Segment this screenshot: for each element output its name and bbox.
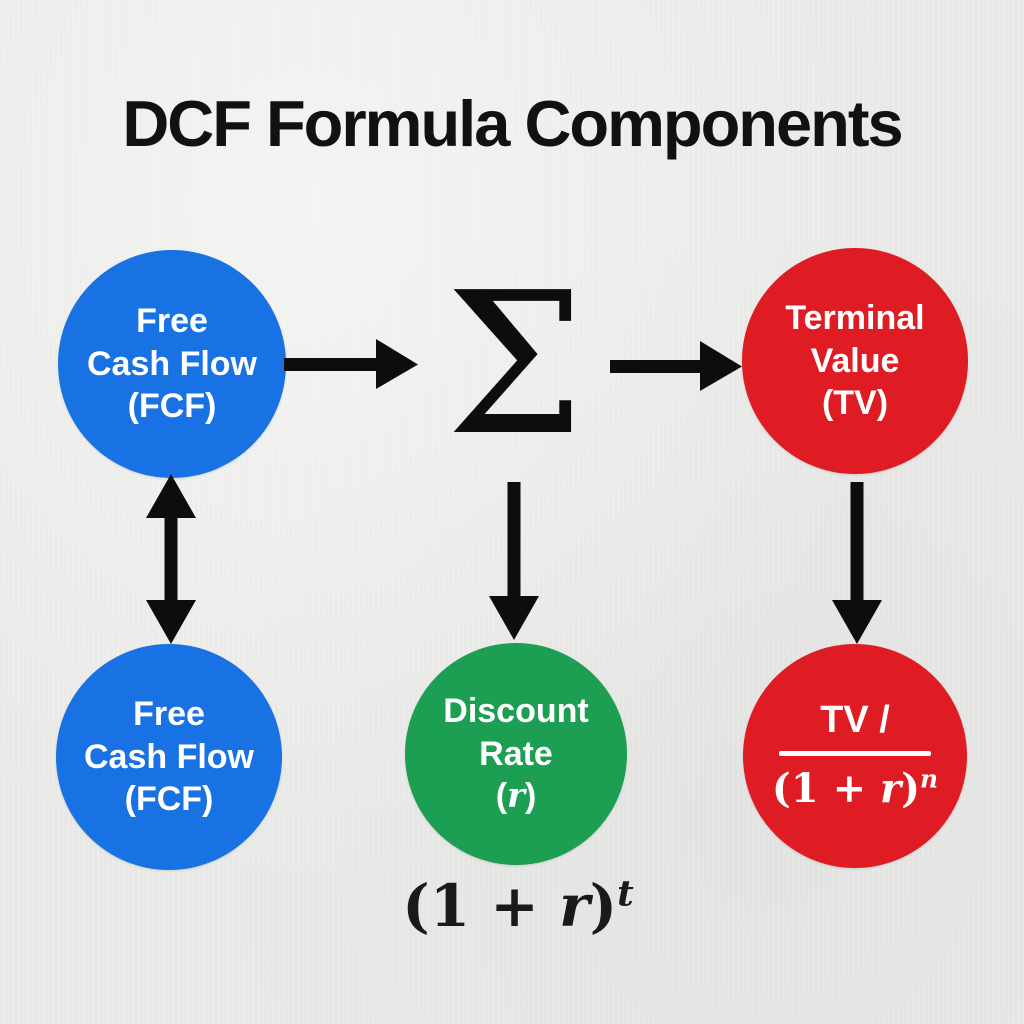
arrow-down-sum-to-discount-icon	[489, 482, 539, 640]
node-label-line: Cash Flow	[83, 737, 255, 776]
arrow-right-fcf-to-sum-icon	[284, 339, 418, 389]
node-label-line: Free	[133, 694, 205, 733]
node-terminal-value: Terminal Value (TV)	[742, 248, 968, 474]
node-label-line: Rate	[479, 734, 553, 773]
summation-sigma-symbol: Σ	[445, 251, 585, 479]
page-title: DCF Formula Components	[122, 87, 903, 160]
formula-exponent-t: t	[617, 872, 634, 915]
discount-factor-formula: (1 + r)t	[402, 872, 634, 940]
node-label-line: (FCF)	[127, 387, 217, 426]
fraction-bar	[778, 751, 931, 757]
node-free-cash-flow-top: Free Cash Flow (FCF)	[58, 250, 286, 478]
arrow-vertical-double-fcf-icon	[146, 474, 196, 644]
arrow-down-tv-to-discounted-icon	[832, 482, 882, 644]
arrow-right-sum-to-tv-icon	[610, 341, 742, 391]
node-discount-rate: Discount Rate (r)	[405, 643, 627, 865]
node-tv-discounted: TV / (1 + r)n	[743, 644, 967, 868]
node-label-line: Terminal	[785, 298, 925, 337]
node-label-line: Free	[136, 301, 208, 340]
node-free-cash-flow-bottom: Free Cash Flow (FCF)	[56, 644, 282, 870]
fraction-denominator: (1 + r)n	[771, 764, 939, 813]
formula-variable-r: r	[559, 872, 590, 940]
tv-discount-fraction: TV / (1 + r)n	[772, 697, 938, 814]
fraction-numerator: TV /	[820, 699, 890, 742]
node-label-line: (TV)	[821, 384, 889, 423]
node-label-line: (r)	[495, 776, 537, 817]
node-label-line: Discount	[443, 691, 589, 730]
node-label-line: Cash Flow	[86, 344, 258, 383]
node-label-line: (FCF)	[124, 780, 214, 819]
discount-rate-variable: r	[507, 776, 525, 817]
node-label-line: Value	[810, 341, 900, 380]
